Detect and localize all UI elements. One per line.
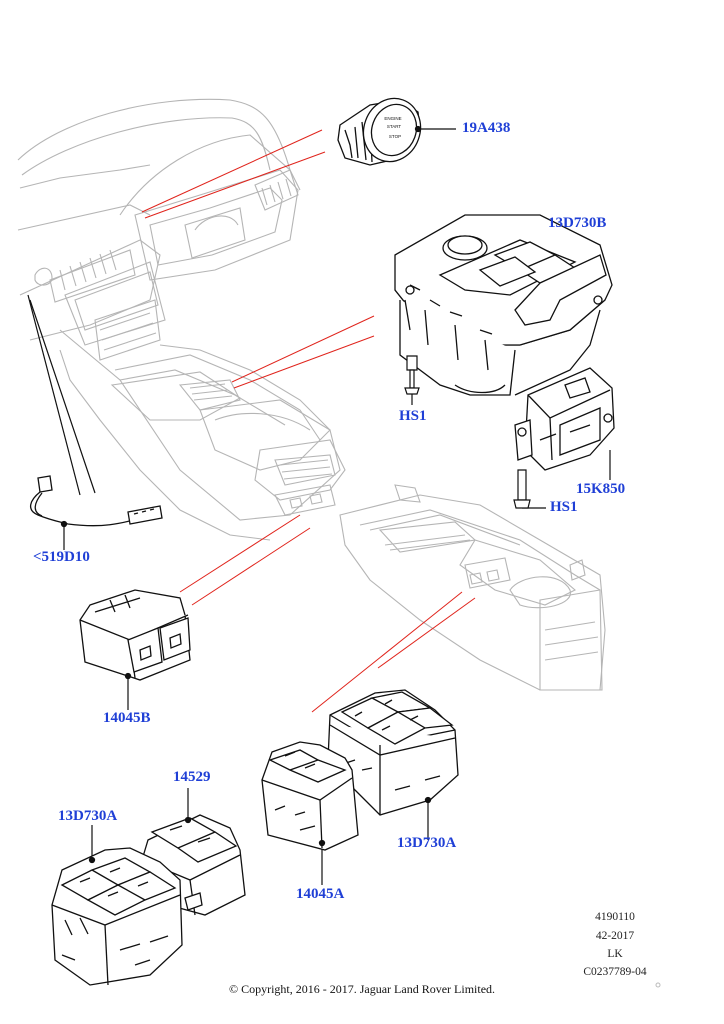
copyright-notice: © Copyright, 2016 - 2017. Jaguar Land Ro… (228, 982, 496, 996)
callout-switch-pack-rear-small[interactable]: 14045A (296, 886, 345, 902)
screw-upper-part (404, 355, 420, 395)
meta-code-2: 42-2017 (595, 930, 635, 942)
callout-screw-lower[interactable]: HS1 (550, 499, 578, 515)
switch-pack-small-part (79, 589, 191, 681)
meta-code-1: 4190110 (595, 911, 635, 923)
meta-code-4: C0237789-04 (583, 966, 647, 978)
button-face-line2: START (387, 124, 402, 129)
callout-switch-pack-rear-large[interactable]: 13D730A (397, 835, 457, 851)
callout-start-stop-button[interactable]: 19A438 (462, 120, 511, 136)
gear-selector-module-part (394, 214, 613, 396)
callout-gear-selector-module[interactable]: 13D730B (548, 215, 607, 231)
callout-module-bracket[interactable]: 15K850 (576, 481, 626, 497)
callout-switch-pack-front-large[interactable]: 13D730A (58, 808, 118, 824)
dashboard-illustration (17, 98, 606, 691)
corner-mark (655, 982, 661, 988)
button-face-line3: STOP (389, 134, 401, 139)
switch-pack-rear-large-part (327, 689, 459, 816)
button-face-line1: ENGINE (384, 116, 401, 121)
wiring-harness-part (30, 475, 163, 528)
callout-screw-upper[interactable]: HS1 (399, 408, 427, 424)
callout-wiring-harness[interactable]: <519D10 (33, 549, 90, 565)
meta-code-3: LK (607, 948, 623, 960)
module-bracket-part (514, 367, 615, 471)
screw-lower-part (513, 469, 531, 509)
callout-seat-switch[interactable]: 14529 (173, 769, 211, 785)
start-stop-button-part (337, 97, 422, 166)
switch-pack-rear-small-part (261, 741, 359, 851)
switch-pack-front-large-part (51, 847, 183, 986)
red-leader-lines (141, 129, 476, 713)
callout-switch-pack-small[interactable]: 14045B (103, 710, 151, 726)
